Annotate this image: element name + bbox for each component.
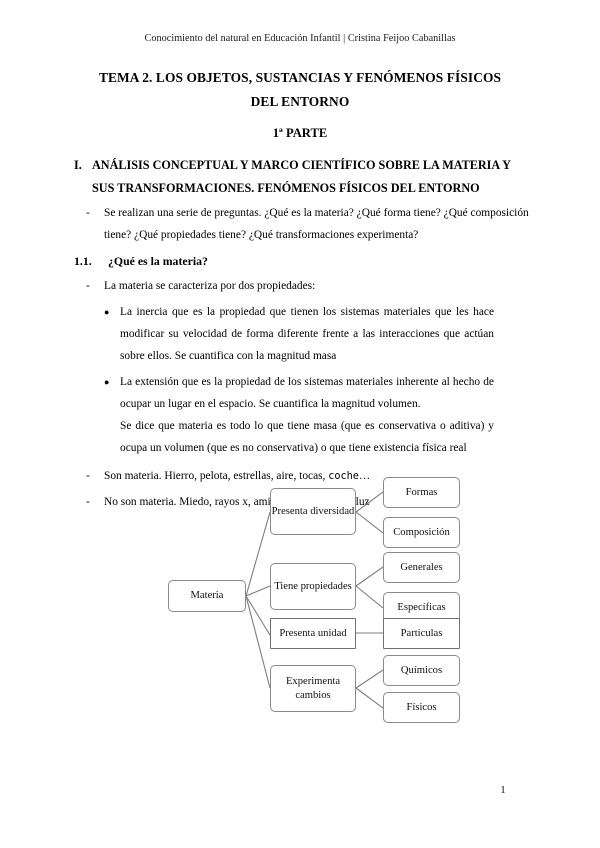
connector-propiedades-to-generales — [355, 566, 384, 587]
intro-text: Se realizan una serie de preguntas. ¿Qué… — [104, 206, 529, 241]
connector-root-to-diversidad — [245, 511, 271, 597]
son-materia-text-after: … — [358, 469, 371, 482]
dash-marker-icon: - — [86, 469, 90, 482]
page-number: 1 — [0, 784, 600, 796]
subsection-heading: 1.1. ¿Qué es la materia? — [74, 250, 530, 272]
bullet-text-extension-p2: Se dice que materia es todo lo que tiene… — [120, 419, 494, 454]
son-materia-text-before: Son materia. Hierro, pelota, estrellas, … — [104, 469, 329, 482]
part-label: 1ª PARTE — [272, 126, 328, 140]
connector-propiedades-to-especificas — [355, 585, 384, 609]
section-heading: I. ANÁLISIS CONCEPTUAL Y MARCO CIENTÍFIC… — [74, 154, 530, 177]
running-header: Conocimiento del natural en Educación In… — [144, 33, 456, 44]
section-number: I. — [74, 158, 82, 172]
connector-root-to-unidad — [245, 595, 271, 636]
connector-root-to-propiedades — [245, 585, 271, 597]
bullet-dot-icon: ● — [104, 306, 110, 317]
son-materia-text: Son materia. Hierro, pelota, estrellas, … — [104, 465, 530, 488]
document-body: I. ANÁLISIS CONCEPTUAL Y MARCO CIENTÍFIC… — [74, 154, 530, 513]
connector-diversidad-to-composicion — [355, 511, 384, 534]
diagram-node-presenta-diversidad[interactable]: Presenta diversidad — [270, 488, 356, 535]
document-title-line-2: DEL ENTORNO — [250, 94, 350, 109]
connector-root-to-cambios — [245, 595, 271, 689]
intro-list-item: - Se realizan una serie de preguntas. ¿Q… — [74, 202, 530, 246]
diagram-node-tiene-propiedades[interactable]: Tiene propiedades — [270, 563, 356, 610]
connector-cambios-to-quimicos — [355, 669, 384, 689]
diagram-connectors — [245, 491, 384, 709]
connector-cambios-to-fisicos — [355, 687, 384, 709]
section-heading-line-1: ANÁLISIS CONCEPTUAL Y MARCO CIENTÍFICO S… — [92, 158, 511, 172]
connector-diversidad-to-formas — [355, 491, 384, 513]
son-materia-item: - Son materia. Hierro, pelota, estrellas… — [74, 465, 530, 488]
subsection-title: ¿Qué es la materia? — [108, 253, 208, 268]
bullet-list-item-inercia: ● La inercia que es la propiedad que tie… — [74, 301, 494, 367]
lead-list-item: - La materia se caracteriza por dos prop… — [74, 275, 530, 297]
subsection-number: 1.1. — [74, 253, 92, 268]
materia-concept-diagram: Materia Presenta diversidad Tiene propie… — [0, 470, 600, 730]
lead-text: La materia se caracteriza por dos propie… — [104, 279, 316, 292]
diagram-node-materia[interactable]: Materia — [168, 580, 246, 612]
diagram-node-particulas[interactable]: Partículas — [383, 618, 460, 649]
diagram-node-composicion[interactable]: Composición — [383, 517, 460, 548]
bullet-text-extension-p1: La extensión que es la propiedad de los … — [120, 375, 494, 410]
document-title-line-1: TEMA 2. LOS OBJETOS, SUSTANCIAS Y FENÓME… — [98, 70, 502, 85]
diagram-node-generales[interactable]: Generales — [383, 552, 460, 583]
diagram-node-experimenta-cambios[interactable]: Experimenta cambios — [270, 665, 356, 712]
diagram-node-formas[interactable]: Formas — [383, 477, 460, 508]
diagram-node-quimicos[interactable]: Químicos — [383, 655, 460, 686]
bullet-dot-icon: ● — [104, 376, 110, 387]
section-heading-continued: SUS TRANSFORMACIONES. FENÓMENOS FÍSICOS … — [74, 177, 530, 199]
diagram-node-fisicos[interactable]: Físicos — [383, 692, 460, 723]
title-block: TEMA 2. LOS OBJETOS, SUSTANCIAS Y FENÓME… — [74, 66, 526, 144]
dash-marker-icon: - — [86, 495, 90, 508]
dash-marker-icon: - — [86, 279, 90, 292]
page-number-value: 1 — [500, 784, 506, 796]
bullet-list-item-extension: ● La extensión que es la propiedad de lo… — [74, 371, 494, 459]
section-heading-line-2: SUS TRANSFORMACIONES. FENÓMENOS FÍSICOS … — [92, 180, 480, 195]
bullet-text-inercia: La inercia que es la propiedad que tiene… — [120, 305, 494, 362]
diagram-node-especificas[interactable]: Específicas — [383, 592, 460, 623]
bullet-text-extension: La extensión que es la propiedad de los … — [120, 371, 494, 459]
diagram-node-presenta-unidad[interactable]: Presenta unidad — [270, 618, 356, 649]
son-materia-highlight-word: coche — [328, 470, 359, 482]
dash-marker-icon: - — [86, 206, 90, 219]
